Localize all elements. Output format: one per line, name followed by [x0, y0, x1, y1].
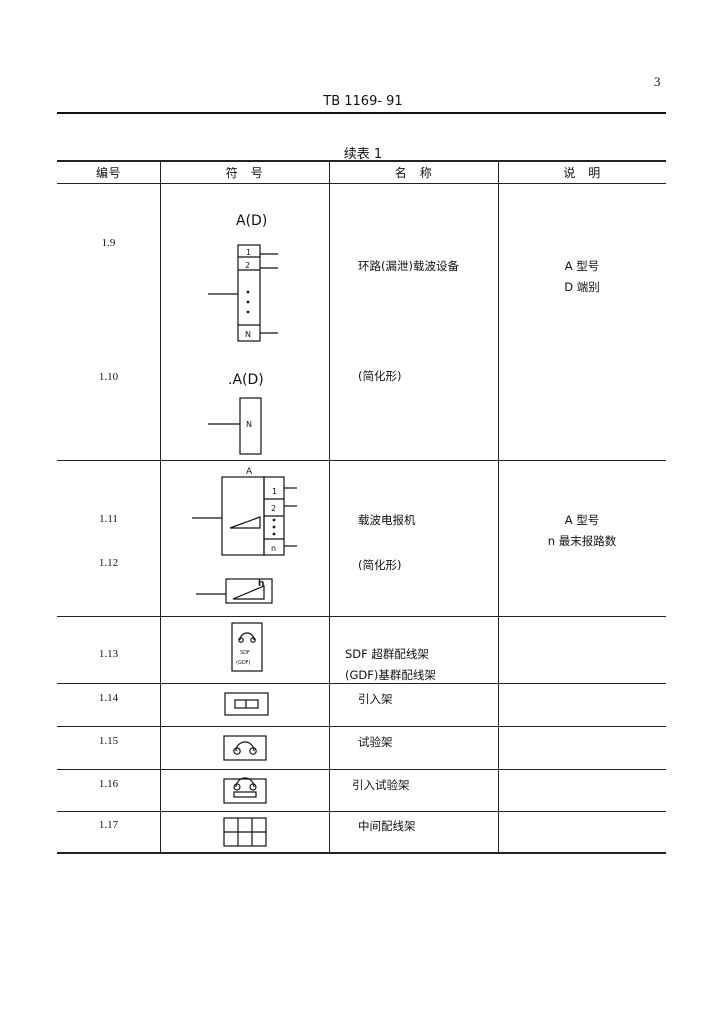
row-divider [57, 726, 666, 727]
column-divider [329, 161, 330, 853]
page-number: 3 [654, 74, 661, 89]
row-name: 引入架 [358, 692, 393, 706]
header-name: 名 称 [394, 166, 433, 180]
column-divider [160, 161, 161, 853]
symbol-intermediate-frame [223, 817, 267, 847]
table-top-border [57, 160, 666, 162]
row-divider [57, 769, 666, 770]
symbol-drawings: A(D) 1 2 N .A(D) N A 1 2 n h SDF (GDF) [192, 213, 297, 847]
row-number: 1.14 [98, 692, 119, 704]
header-symbol: 符 号 [225, 166, 264, 180]
symbol-distribution-frame [231, 622, 263, 672]
row-number: 1.13 [98, 648, 119, 660]
symbol-label: 1 [272, 487, 277, 496]
row-number: 1.11 [99, 513, 118, 525]
header-number: 编号 [95, 166, 121, 180]
row-name: 引入试验架 [352, 778, 410, 792]
table-bottom-border [57, 852, 666, 854]
symbol-label: h [258, 579, 264, 589]
symbol-label: N [246, 420, 252, 429]
row-number: 1.9 [101, 237, 116, 249]
row-number: 1.16 [98, 778, 119, 790]
symbol-label: SDF [240, 650, 250, 656]
symbol-label: (GDF) [236, 660, 251, 666]
note-line: D 端别 [564, 280, 600, 294]
symbol-loop-carrier-equipment [208, 244, 278, 342]
row-name: 载波电报机 [358, 513, 416, 527]
symbol-label: .A(D) [228, 372, 264, 388]
row-name-secondary: (GDF)基群配线架 [345, 668, 436, 682]
symbol-carrier-telegraph-simplified [196, 578, 273, 604]
note-line: A 型号 [564, 259, 600, 273]
header-bottom-border [57, 183, 666, 184]
header-rule [57, 112, 666, 114]
row-name: (简化形) [358, 369, 402, 383]
row-number: 1.12 [98, 557, 119, 569]
row-note: A 型号 n 最末报路数 [498, 510, 666, 552]
row-divider [57, 460, 666, 461]
note-line: n 最末报路数 [547, 534, 617, 548]
note-line: A 型号 [564, 513, 600, 527]
row-name: (简化形) [358, 558, 402, 572]
symbol-label: A [246, 467, 253, 477]
row-number: 1.15 [98, 735, 119, 747]
symbol-loop-carrier-simplified [208, 397, 262, 455]
row-name: 环路(漏泄)载波设备 [358, 259, 459, 273]
symbol-label: n [271, 544, 276, 553]
standard-number: TB 1169- 91 [323, 94, 403, 109]
table-title: 续表 1 [343, 147, 383, 162]
row-divider [57, 616, 666, 617]
symbol-test-frame [223, 735, 267, 761]
symbol-label: 2 [271, 504, 276, 513]
row-number: 1.10 [98, 371, 119, 383]
row-name: 中间配线架 [358, 819, 416, 833]
symbol-label: 1 [246, 248, 251, 257]
symbol-label: A(D) [236, 213, 267, 229]
symbol-label: 2 [245, 261, 250, 270]
symbol-lead-in-frame [224, 692, 269, 716]
row-note: A 型号 D 端别 [498, 256, 666, 298]
symbol-carrier-telegraph [192, 476, 297, 556]
row-divider [57, 811, 666, 812]
column-divider [498, 161, 499, 853]
header-note: 说 明 [563, 166, 601, 180]
symbol-lead-in-test-frame [223, 777, 267, 804]
symbol-label: N [245, 330, 251, 339]
row-name: 试验架 [358, 735, 393, 749]
row-number: 1.17 [98, 819, 119, 831]
row-divider [57, 683, 666, 684]
row-name: SDF 超群配线架 [345, 647, 429, 661]
